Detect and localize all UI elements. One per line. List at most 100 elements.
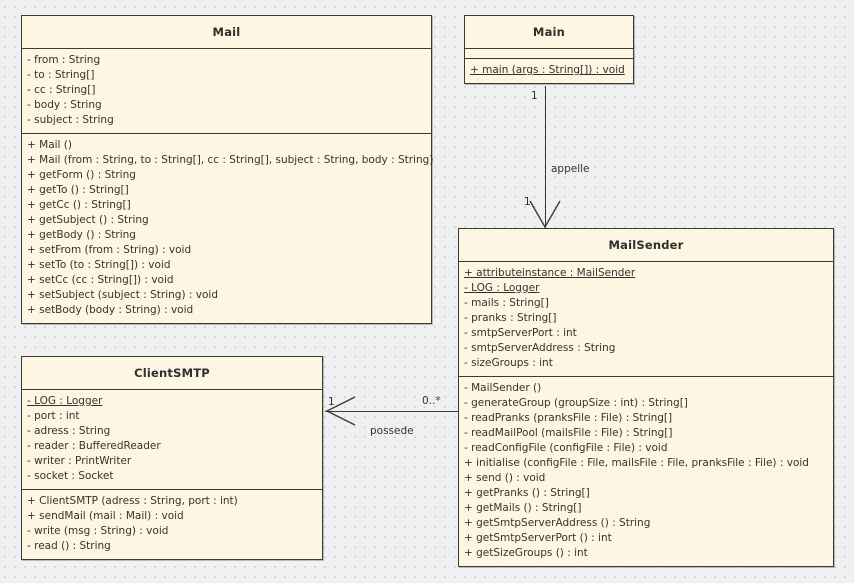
association-multiplicity-appelle-target: 1 <box>524 196 531 208</box>
clientsmtp-method-text-3: - read () : String <box>27 540 111 552</box>
mailsender-method-1: - generateGroup (groupSize : int) : Stri… <box>464 396 828 411</box>
mail-attribute-text-0: - from : String <box>27 54 101 66</box>
mail-attribute-text-1: - to : String[] <box>27 69 95 81</box>
class-box-main[interactable]: Main + main (args : String[]) : void <box>464 15 634 84</box>
attributes-compartment-mailsender: + attributeinstance : MailSender - LOG : … <box>459 261 833 376</box>
mailsender-attribute-text-3: - pranks : String[] <box>464 312 557 324</box>
mailsender-method-text-1: - generateGroup (groupSize : int) : Stri… <box>464 397 688 409</box>
clientsmtp-attribute-text-0: - LOG : Logger <box>27 395 103 407</box>
mail-method-text-4: + getCc () : String[] <box>27 199 131 211</box>
association-line-possede[interactable] <box>325 411 458 413</box>
mail-attribute-text-4: - subject : String <box>27 114 114 126</box>
mailsender-attribute-2: - mails : String[] <box>464 296 828 311</box>
mail-attribute-1: - to : String[] <box>27 68 426 83</box>
association-multiplicity-possede-source: 1 <box>328 396 335 408</box>
mailsender-attribute-text-0: + attributeinstance : MailSender <box>464 267 636 279</box>
mailsender-method-text-4: - readConfigFile (configFile : File) : v… <box>464 442 668 454</box>
clientsmtp-attribute-text-4: - writer : PrintWriter <box>27 455 132 467</box>
mailsender-attribute-text-5: - smtpServerAddress : String <box>464 342 616 354</box>
mail-method-text-7: + setFrom (from : String) : void <box>27 244 192 256</box>
attributes-compartment-mail: - from : String - to : String[] - cc : Str… <box>22 48 431 133</box>
mailsender-method-text-8: + getMails () : String[] <box>464 502 582 514</box>
clientsmtp-attribute-3: - reader : BufferedReader <box>27 439 317 454</box>
class-box-clientsmtp[interactable]: ClientSMTP - LOG : Logger- port : int- a… <box>21 356 323 560</box>
mail-method-1: + Mail (from : String, to : String[], cc… <box>27 153 433 168</box>
mailsender-method-0: - MailSender () <box>464 381 828 396</box>
mailsender-method-text-7: + getPranks () : String[] <box>464 487 590 499</box>
association-arrowhead-appelle <box>529 200 561 229</box>
mailsender-method-text-0: - MailSender () <box>464 382 542 394</box>
clientsmtp-attribute-5: - socket : Socket <box>27 469 317 484</box>
methods-compartment-mail: + Mail () + Mail (from : String, to : Str… <box>22 133 433 323</box>
attributes-compartment-main <box>465 48 633 58</box>
class-box-mailsender[interactable]: MailSender + attributeinstance : MailSen… <box>458 228 834 567</box>
attributes-compartment-clientsmtp: - LOG : Logger- port : int- adress : Str… <box>22 389 322 489</box>
mailsender-method-11: + getSizeGroups () : int <box>464 546 828 561</box>
clientsmtp-attribute-text-1: - port : int <box>27 410 80 422</box>
mail-method-11: + setBody (body : String) : void <box>27 303 426 318</box>
mail-method-9: + setCc (cc : String[]) : void <box>27 273 426 288</box>
clientsmtp-attribute-1: - port : int <box>27 409 317 424</box>
mailsender-attribute-3: - pranks : String[] <box>464 311 828 326</box>
mail-attribute-4: - subject : String <box>27 113 426 128</box>
mailsender-method-10: + getSmtpServerPort () : int <box>464 531 828 546</box>
clientsmtp-attribute-0: - LOG : Logger <box>27 394 317 409</box>
mail-attribute-0: - from : String <box>27 53 426 68</box>
mail-method-text-9: + setCc (cc : String[]) : void <box>27 274 174 286</box>
mailsender-attribute-text-6: - sizeGroups : int <box>464 357 553 369</box>
mail-method-6: + getBody () : String <box>27 228 426 243</box>
class-title-main: Main <box>532 25 566 39</box>
mailsender-method-text-9: + getSmtpServerAddress () : String <box>464 517 651 529</box>
class-title-mail: Mail <box>212 25 241 39</box>
methods-compartment-clientsmtp: + ClientSMTP (adress : String, port : in… <box>22 489 322 559</box>
mail-method-text-5: + getSubject () : String <box>27 214 149 226</box>
association-multiplicity-appelle-source: 1 <box>531 90 538 102</box>
mail-attribute-2: - cc : String[] <box>27 83 426 98</box>
association-label-possede: possede <box>370 425 414 437</box>
mail-method-8: + setTo (to : String[]) : void <box>27 258 426 273</box>
mail-method-3: + getTo () : String[] <box>27 183 426 198</box>
methods-compartment-mailsender: - MailSender () - generateGroup (groupSiz… <box>459 376 833 566</box>
mailsender-method-text-3: - readMailPool (mailsFile : File) : Stri… <box>464 427 673 439</box>
mail-method-0: + Mail () <box>27 138 426 153</box>
mail-attribute-3: - body : String <box>27 98 426 113</box>
mailsender-method-8: + getMails () : String[] <box>464 501 828 516</box>
mail-method-text-11: + setBody (body : String) : void <box>27 304 194 316</box>
clientsmtp-method-3: - read () : String <box>27 539 317 554</box>
mailsender-method-text-10: + getSmtpServerPort () : int <box>464 532 612 544</box>
class-title-clientsmtp: ClientSMTP <box>134 366 210 380</box>
clientsmtp-attribute-4: - writer : PrintWriter <box>27 454 317 469</box>
clientsmtp-method-text-1: + sendMail (mail : Mail) : void <box>27 510 184 522</box>
clientsmtp-attribute-text-5: - socket : Socket <box>27 470 114 482</box>
mailsender-method-text-5: + initialise (configFile : File, mailsFi… <box>464 457 809 469</box>
mail-method-text-1: + Mail (from : String, to : String[], cc… <box>27 154 434 166</box>
mail-method-2: + getForm () : String <box>27 168 426 183</box>
mailsender-attribute-4: - smtpServerPort : int <box>464 326 828 341</box>
mail-method-text-10: + setSubject (subject : String) : void <box>27 289 219 301</box>
mailsender-method-9: + getSmtpServerAddress () : String <box>464 516 828 531</box>
association-arrowhead-possede <box>325 396 356 426</box>
clientsmtp-method-text-0: + ClientSMTP (adress : String, port : in… <box>27 495 238 507</box>
mailsender-method-text-2: - readPranks (pranksFile : File) : Strin… <box>464 412 673 424</box>
clientsmtp-method-1: + sendMail (mail : Mail) : void <box>27 509 317 524</box>
mailsender-attribute-text-2: - mails : String[] <box>464 297 549 309</box>
mail-method-10: + setSubject (subject : String) : void <box>27 288 426 303</box>
association-line-appelle[interactable] <box>545 86 547 228</box>
clientsmtp-attribute-text-3: - reader : BufferedReader <box>27 440 161 452</box>
mail-method-text-8: + setTo (to : String[]) : void <box>27 259 171 271</box>
clientsmtp-method-text-2: - write (msg : String) : void <box>27 525 169 537</box>
mailsender-attribute-5: - smtpServerAddress : String <box>464 341 828 356</box>
mail-attribute-text-3: - body : String <box>27 99 102 111</box>
mailsender-attribute-1: - LOG : Logger <box>464 281 828 296</box>
methods-compartment-main: + main (args : String[]) : void <box>465 58 633 83</box>
mailsender-attribute-text-4: - smtpServerPort : int <box>464 327 577 339</box>
mailsender-method-5: + initialise (configFile : File, mailsFi… <box>464 456 828 471</box>
mailsender-method-3: - readMailPool (mailsFile : File) : Stri… <box>464 426 828 441</box>
class-box-mail[interactable]: Mail - from : String - to : String[] - cc … <box>21 15 433 324</box>
mail-method-4: + getCc () : String[] <box>27 198 426 213</box>
mailsender-method-4: - readConfigFile (configFile : File) : v… <box>464 441 828 456</box>
mail-method-text-0: + Mail () <box>27 139 72 151</box>
mail-method-7: + setFrom (from : String) : void <box>27 243 426 258</box>
mailsender-method-2: - readPranks (pranksFile : File) : Strin… <box>464 411 828 426</box>
